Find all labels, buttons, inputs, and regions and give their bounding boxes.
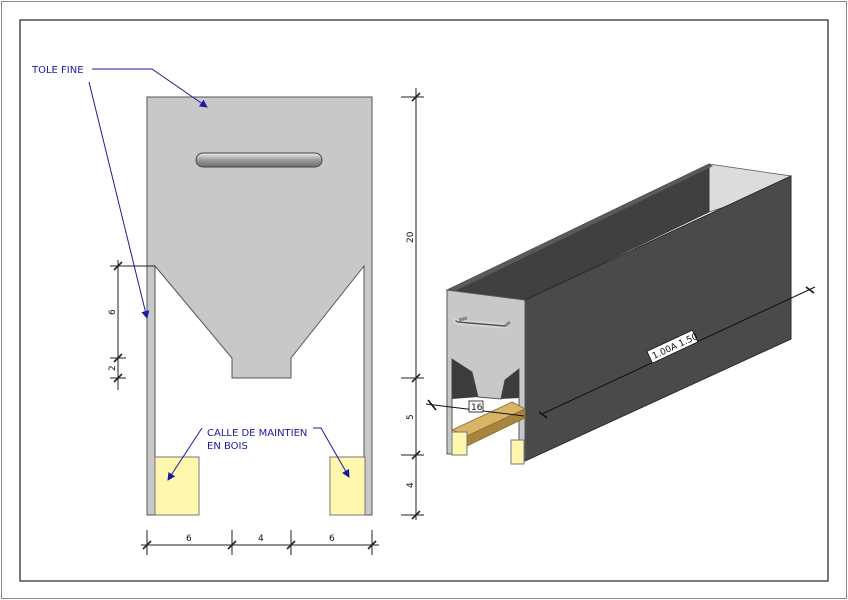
drawing-frame xyxy=(19,19,829,582)
leader-wedge-right xyxy=(313,427,350,478)
front-handle-slot xyxy=(195,152,323,168)
iso-top-rim-far xyxy=(447,164,713,292)
label-tole-fine: TOLE FINE xyxy=(31,65,84,76)
label-wedge-line1: CALLE DE MAINTIEN xyxy=(207,428,307,439)
width-16-label-box: 16 xyxy=(468,400,484,413)
dim-total-height: 20 xyxy=(406,231,416,243)
dim-width-left: 6 xyxy=(186,534,192,544)
wood-wedge-right xyxy=(329,456,366,516)
isometric-view xyxy=(445,163,793,465)
iso-funnel-dark xyxy=(452,359,478,399)
dim-iso-width: 16 xyxy=(471,403,483,413)
iso-wood-front-left xyxy=(451,431,468,456)
dim-throat-height: 2 xyxy=(108,365,118,371)
dim-width-right: 6 xyxy=(329,534,335,544)
dim-lower-5: 5 xyxy=(406,414,416,420)
dim-width-mid: 4 xyxy=(258,534,264,544)
leader-tole-fine-top xyxy=(92,68,208,108)
leader-wedge-left xyxy=(167,427,203,481)
annotation-sheet-material: TOLE FINE xyxy=(31,65,208,319)
label-wedge-line2: EN BOIS xyxy=(207,441,248,452)
iso-wood-front-right xyxy=(510,439,525,465)
dim-lower-4: 4 xyxy=(406,482,416,488)
dimension-bottom-widths xyxy=(141,530,379,555)
dimension-total-height xyxy=(401,88,424,520)
iso-handle xyxy=(453,316,511,329)
leader-tole-fine-side xyxy=(88,81,150,319)
iso-funnel-dark-right xyxy=(501,369,519,399)
dim-funnel-height: 6 xyxy=(108,309,118,315)
annotation-wood-wedge: CALLE DE MAINTIEN EN BOIS xyxy=(167,427,350,481)
dimension-funnel xyxy=(110,260,155,390)
front-view xyxy=(146,96,373,516)
